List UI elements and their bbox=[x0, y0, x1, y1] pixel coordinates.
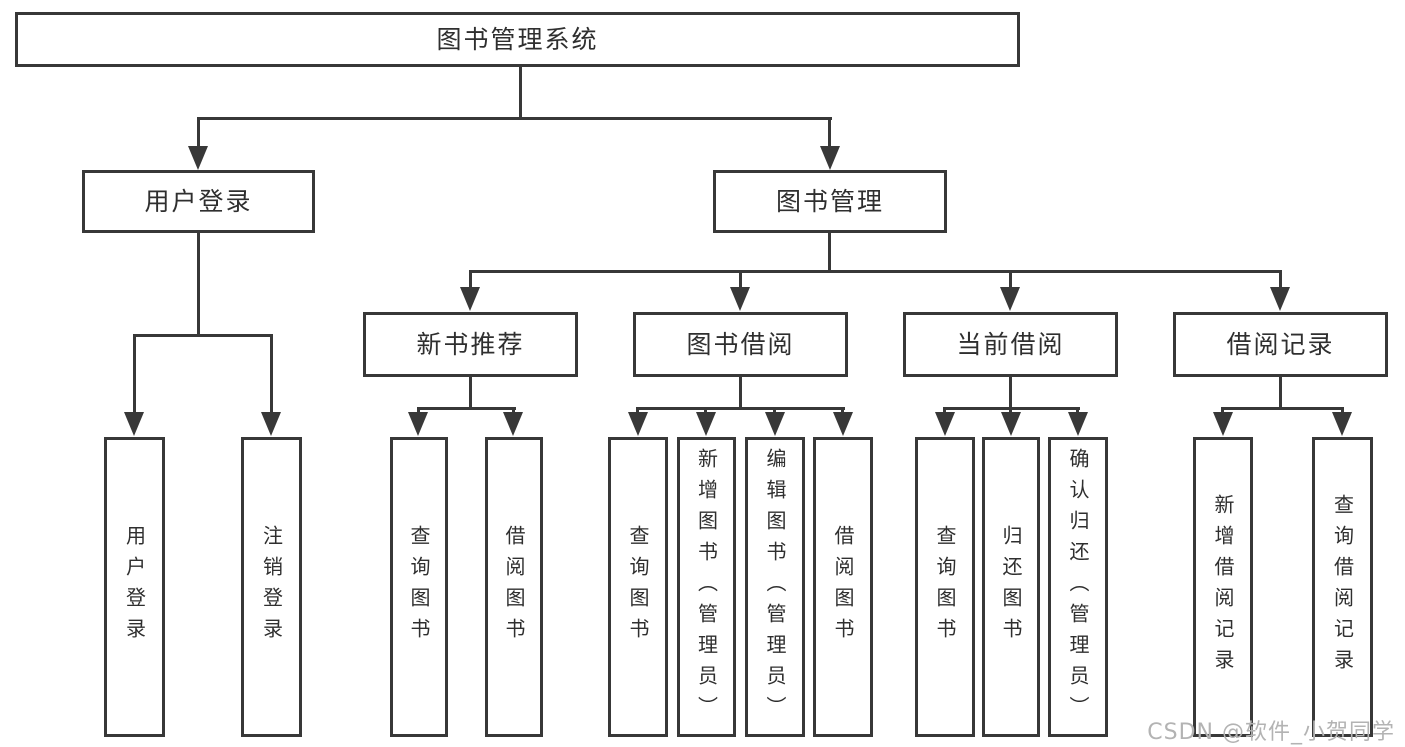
node-book-borrow-label: 图书借阅 bbox=[686, 330, 795, 359]
leaf-query-books-recommend: 查询图书 bbox=[390, 437, 448, 737]
connector-user-login-bar bbox=[133, 334, 273, 337]
connector-root-trunk bbox=[519, 67, 522, 120]
node-borrow-records: 借阅记录 bbox=[1173, 312, 1388, 377]
node-current-borrow: 当前借阅 bbox=[903, 312, 1118, 377]
arrow-down-icon bbox=[188, 146, 208, 170]
connector-current-borrow-trunk bbox=[1009, 377, 1012, 410]
connector-current-borrow-bar bbox=[943, 407, 1080, 410]
connector-stem-new-book bbox=[469, 273, 472, 289]
connector-root-bar bbox=[197, 117, 832, 120]
leaf-borrow-books: 借阅图书 bbox=[813, 437, 873, 737]
leaf-logout: 注销登录 bbox=[241, 437, 302, 737]
arrow-down-icon bbox=[820, 146, 840, 170]
leaf-edit-books-admin: 编辑图书（管理员） bbox=[745, 437, 805, 737]
node-borrow-records-label: 借阅记录 bbox=[1226, 330, 1335, 359]
leaf-query-books-current: 查询图书 bbox=[915, 437, 975, 737]
leaf-add-borrow-record-label: 新增借阅记录 bbox=[1211, 494, 1235, 680]
arrow-down-icon bbox=[261, 412, 281, 436]
arrow-down-icon bbox=[1270, 287, 1290, 311]
leaf-query-books-borrow: 查询图书 bbox=[608, 437, 668, 737]
connector-book-management-bar bbox=[469, 270, 1282, 273]
arrow-down-icon bbox=[124, 412, 144, 436]
leaf-borrow-books-label: 借阅图书 bbox=[831, 525, 855, 649]
connector-stem-book-management bbox=[828, 120, 831, 150]
node-user-login-label: 用户登录 bbox=[144, 187, 253, 216]
arrow-down-icon bbox=[1000, 287, 1020, 311]
leaf-user-login: 用户登录 bbox=[104, 437, 165, 737]
leaf-confirm-return-admin: 确认归还（管理员） bbox=[1048, 437, 1108, 737]
connector-book-management-trunk bbox=[828, 233, 831, 273]
leaf-borrow-books-recommend-label: 借阅图书 bbox=[502, 525, 526, 649]
leaf-add-books-admin-label: 新增图书（管理员） bbox=[694, 447, 719, 727]
arrow-down-icon bbox=[730, 287, 750, 311]
connector-stem-current-borrow bbox=[1009, 273, 1012, 289]
node-root: 图书管理系统 bbox=[15, 12, 1020, 67]
leaf-return-books: 归还图书 bbox=[982, 437, 1040, 737]
connector-stem-leaf-login bbox=[133, 337, 136, 416]
node-book-management-label: 图书管理 bbox=[775, 187, 884, 216]
node-book-borrow: 图书借阅 bbox=[633, 312, 848, 377]
connector-stem-book-borrow bbox=[739, 273, 742, 289]
arrow-down-icon bbox=[935, 412, 955, 436]
connector-stem-leaf-logout bbox=[270, 337, 273, 416]
leaf-borrow-books-recommend: 借阅图书 bbox=[485, 437, 543, 737]
arrow-down-icon bbox=[1332, 412, 1352, 436]
arrow-down-icon bbox=[460, 287, 480, 311]
connector-stem-user-login bbox=[197, 120, 200, 150]
csdn-watermark: CSDN @软件_小贺同学 bbox=[1147, 720, 1395, 745]
node-user-login: 用户登录 bbox=[82, 170, 315, 233]
leaf-confirm-return-admin-label: 确认归还（管理员） bbox=[1066, 447, 1090, 727]
leaf-query-books-recommend-label: 查询图书 bbox=[407, 525, 431, 649]
arrow-down-icon bbox=[696, 412, 716, 436]
arrow-down-icon bbox=[503, 412, 523, 436]
leaf-user-login-label: 用户登录 bbox=[122, 525, 147, 649]
connector-new-book-bar bbox=[417, 407, 516, 410]
arrow-down-icon bbox=[1213, 412, 1233, 436]
node-root-label: 图书管理系统 bbox=[436, 25, 599, 54]
leaf-query-borrow-record-label: 查询借阅记录 bbox=[1330, 494, 1355, 680]
node-new-book-recommend: 新书推荐 bbox=[363, 312, 578, 377]
arrow-down-icon bbox=[1068, 412, 1088, 436]
arrow-down-icon bbox=[1001, 412, 1021, 436]
connector-new-book-trunk bbox=[469, 377, 472, 410]
connector-user-login-trunk bbox=[197, 233, 200, 337]
connector-book-borrow-bar bbox=[636, 407, 845, 410]
connector-stem-borrow-records bbox=[1279, 273, 1282, 289]
leaf-logout-label: 注销登录 bbox=[259, 525, 284, 649]
node-book-management: 图书管理 bbox=[713, 170, 947, 233]
leaf-add-borrow-record: 新增借阅记录 bbox=[1193, 437, 1253, 737]
leaf-add-books-admin: 新增图书（管理员） bbox=[677, 437, 736, 737]
arrow-down-icon bbox=[833, 412, 853, 436]
leaf-edit-books-admin-label: 编辑图书（管理员） bbox=[763, 447, 787, 727]
node-new-book-recommend-label: 新书推荐 bbox=[416, 330, 525, 359]
connector-borrow-records-trunk bbox=[1279, 377, 1282, 410]
node-current-borrow-label: 当前借阅 bbox=[956, 330, 1065, 359]
connector-borrow-records-bar bbox=[1221, 407, 1344, 410]
leaf-query-books-current-label: 查询图书 bbox=[933, 525, 957, 649]
arrow-down-icon bbox=[408, 412, 428, 436]
arrow-down-icon bbox=[628, 412, 648, 436]
leaf-query-borrow-record: 查询借阅记录 bbox=[1312, 437, 1373, 737]
leaf-query-books-borrow-label: 查询图书 bbox=[626, 525, 650, 649]
connector-book-borrow-trunk bbox=[739, 377, 742, 410]
arrow-down-icon bbox=[765, 412, 785, 436]
leaf-return-books-label: 归还图书 bbox=[999, 525, 1023, 649]
